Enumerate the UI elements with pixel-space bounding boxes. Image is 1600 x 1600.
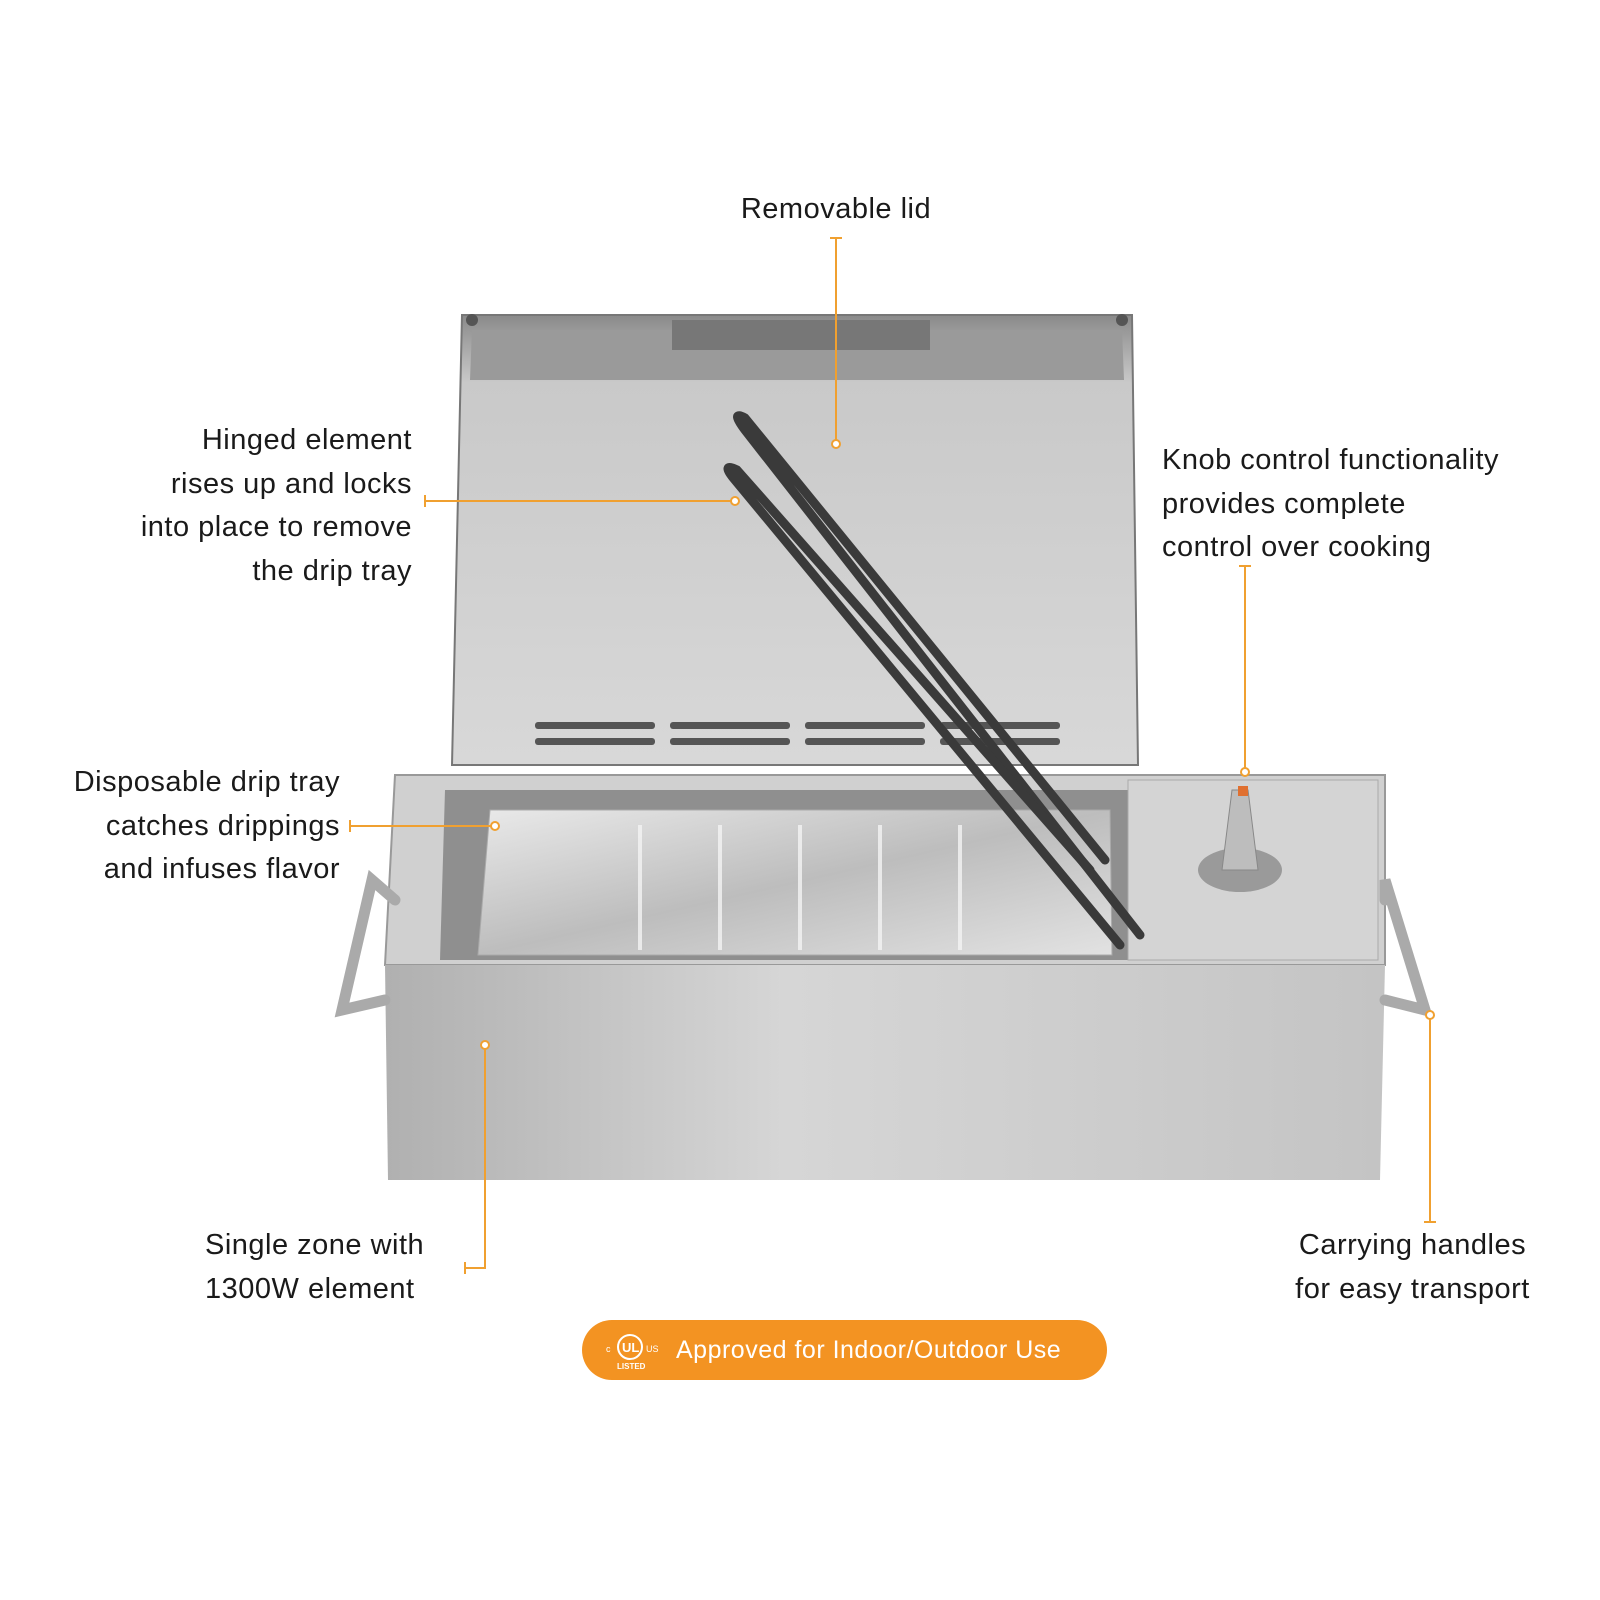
callout-line: control over cooking (1162, 531, 1432, 563)
callout-removable-lid: Removable lid (700, 188, 972, 232)
grill-body (383, 774, 1386, 1180)
callout-line: Hinged element (201, 424, 412, 456)
callout-line: into place to remove (140, 511, 412, 543)
callout-dots (480, 439, 1435, 1050)
callout-carrying-handles: Carrying handles for easy transport (1270, 1224, 1555, 1311)
callout-single-zone: Single zone with 1300W element (205, 1224, 424, 1311)
carrying-handles (334, 869, 1434, 1018)
callout-line: rises up and locks (170, 467, 412, 500)
svg-text:UL: UL (622, 1340, 639, 1355)
svg-text:c: c (606, 1344, 611, 1354)
callout-line: 1300W element (205, 1272, 415, 1305)
callout-line: Single zone with (205, 1229, 425, 1261)
indoor-outdoor-badge: c UL US LISTED Approved for Indoor/Outdo… (582, 1320, 1107, 1380)
heating-element (723, 411, 1145, 950)
callout-line: Carrying handles (1298, 1229, 1527, 1261)
callout-line: Disposable drip tray (73, 766, 340, 798)
badge-text: Approved for Indoor/Outdoor Use (676, 1335, 1062, 1364)
svg-text:LISTED: LISTED (617, 1362, 646, 1370)
ul-listed-logo-icon: c UL US LISTED (604, 1330, 664, 1371)
callout-line: and infuses flavor (103, 853, 340, 885)
callout-line: Removable lid (740, 193, 932, 225)
callout-hinged-element: Hinged element rises up and locks into p… (141, 419, 412, 593)
control-knob (1198, 786, 1282, 892)
callout-line: for easy transport (1295, 1272, 1530, 1305)
callout-line: catches drippings (105, 809, 340, 842)
callout-line: the drip tray (252, 554, 412, 587)
callout-line: Knob control functionality (1162, 444, 1500, 476)
callout-drip-tray: Disposable drip tray catches drippings a… (74, 761, 340, 892)
callout-knob-control: Knob control functionality provides comp… (1162, 439, 1499, 570)
callout-lines (349, 237, 1436, 1274)
callout-line: provides complete (1162, 487, 1406, 520)
svg-text:US: US (646, 1344, 659, 1354)
